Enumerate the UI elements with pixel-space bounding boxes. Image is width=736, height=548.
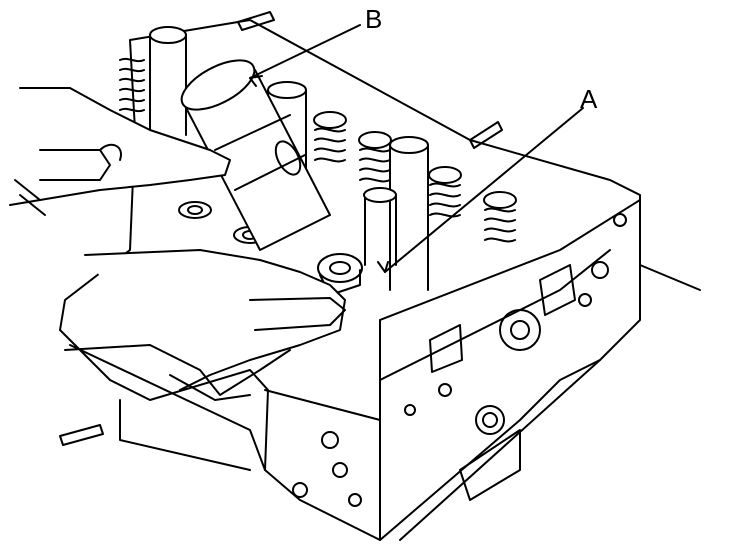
tool-b bbox=[180, 59, 331, 251]
callout-label-a: A bbox=[580, 84, 598, 114]
callout-label-b: B bbox=[365, 4, 383, 34]
leader-b bbox=[249, 24, 361, 79]
valve-lifters bbox=[149, 26, 429, 291]
hand-lower bbox=[64, 249, 346, 401]
leader-lines bbox=[249, 24, 584, 273]
hand-upper bbox=[9, 87, 231, 216]
studs bbox=[59, 11, 701, 446]
leader-a bbox=[384, 107, 584, 273]
